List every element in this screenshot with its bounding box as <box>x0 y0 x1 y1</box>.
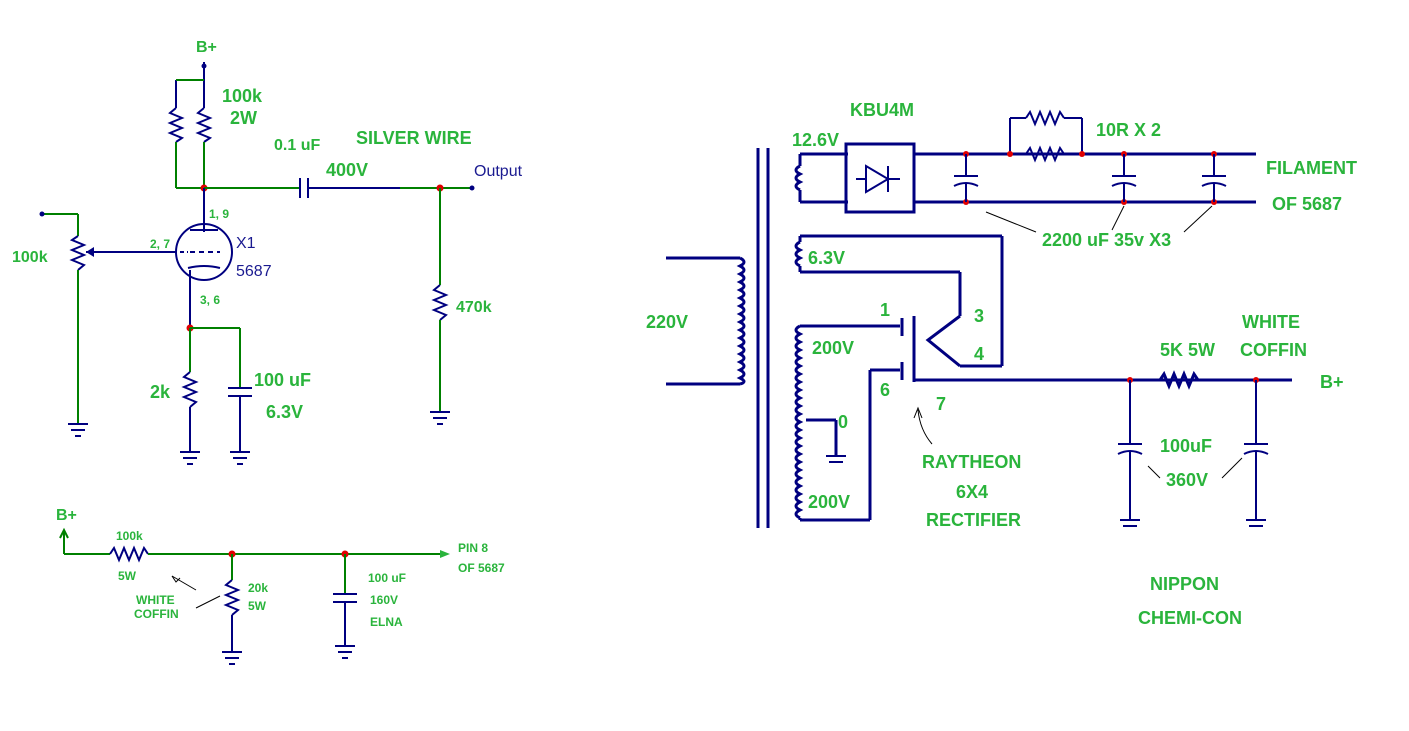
filter-of5687-label: OF 5687 <box>458 561 505 575</box>
rect-pin-6: 6 <box>880 380 890 400</box>
psu-cap-voltage: 360V <box>1166 470 1208 490</box>
coupling-cap-value: 0.1 uF <box>274 137 320 154</box>
filament-label-1: FILAMENT <box>1266 158 1357 178</box>
winding-12v6-label: 12.6V <box>792 130 839 150</box>
filter-stage: B+ 100k 5W WHITE COFFIN 20k 5W 100 uF 16… <box>56 507 505 665</box>
secondary-200v-top: 200V <box>812 338 854 358</box>
bridge-label: KBU4M <box>850 100 914 120</box>
filter-cap-brand: ELNA <box>370 615 403 629</box>
tube-plate-pins: 1, 9 <box>209 207 229 221</box>
plate-resistor-value: 100k <box>222 86 263 106</box>
power-supply: KBU4M 12.6V 10R X 2 FILAMENT OF 5687 220… <box>646 100 1357 628</box>
psu-bplus-label: B+ <box>1320 372 1344 392</box>
rectifier-label-3: RECTIFIER <box>926 510 1021 530</box>
silver-wire-label: SILVER WIRE <box>356 128 472 148</box>
filament-caps-label: 2200 uF 35v X3 <box>1042 230 1171 250</box>
volume-pot-label: 100k <box>12 249 48 266</box>
amp-bplus-label: B+ <box>196 39 217 56</box>
center-tap-label: 0 <box>838 412 848 432</box>
brand-label-1: NIPPON <box>1150 574 1219 594</box>
amplifier-stage: B+ 100k 2W 0.1 uF 400V SILVER WIRE Outpu… <box>12 39 523 465</box>
filter-bplus-label: B+ <box>56 507 77 524</box>
secondary-200v-bottom: 200V <box>808 492 850 512</box>
filter-white-label: WHITE <box>136 593 175 607</box>
filament-label-2: OF 5687 <box>1272 194 1342 214</box>
rect-pin-7: 7 <box>936 394 946 414</box>
filter-res-value: 100k <box>116 529 143 543</box>
plate-resistor-power: 2W <box>230 108 257 128</box>
filter-cap-value: 100 uF <box>368 571 406 585</box>
filament-res-label: 10R X 2 <box>1096 120 1161 140</box>
cathode-cap-voltage: 6.3V <box>266 402 303 422</box>
rect-pin-3: 3 <box>974 306 984 326</box>
brand-label-2: CHEMI-CON <box>1138 608 1242 628</box>
filter-coffin-label: COFFIN <box>134 607 179 621</box>
tube-grid-pins: 2, 7 <box>150 237 170 251</box>
tube-reference: X1 <box>236 235 256 252</box>
filter-pin8-label: PIN 8 <box>458 541 488 555</box>
tube-cathode-pins: 3, 6 <box>200 293 220 307</box>
rectifier-label-2: 6X4 <box>956 482 988 502</box>
coupling-cap-voltage: 400V <box>326 160 368 180</box>
cathode-cap-value: 100 uF <box>254 370 311 390</box>
rect-pin-4: 4 <box>974 344 984 364</box>
tube-type: 5687 <box>236 263 272 280</box>
filter-cap-voltage: 160V <box>370 593 398 607</box>
output-label: Output <box>474 163 523 180</box>
load-resistor-label: 470k <box>456 299 492 316</box>
primary-voltage-label: 220V <box>646 312 688 332</box>
cathode-resistor-label: 2k <box>150 382 171 402</box>
rect-pin-1: 1 <box>880 300 890 320</box>
winding-6v3-label: 6.3V <box>808 248 845 268</box>
psu-white-label: WHITE <box>1242 312 1300 332</box>
choke-resistor-label: 5K 5W <box>1160 340 1215 360</box>
filter-res-power: 5W <box>118 569 137 583</box>
rectifier-label-1: RAYTHEON <box>922 452 1021 472</box>
filter-res2-value: 20k <box>248 581 268 595</box>
psu-coffin-label: COFFIN <box>1240 340 1307 360</box>
filter-res2-power: 5W <box>248 599 267 613</box>
psu-cap-value: 100uF <box>1160 436 1212 456</box>
